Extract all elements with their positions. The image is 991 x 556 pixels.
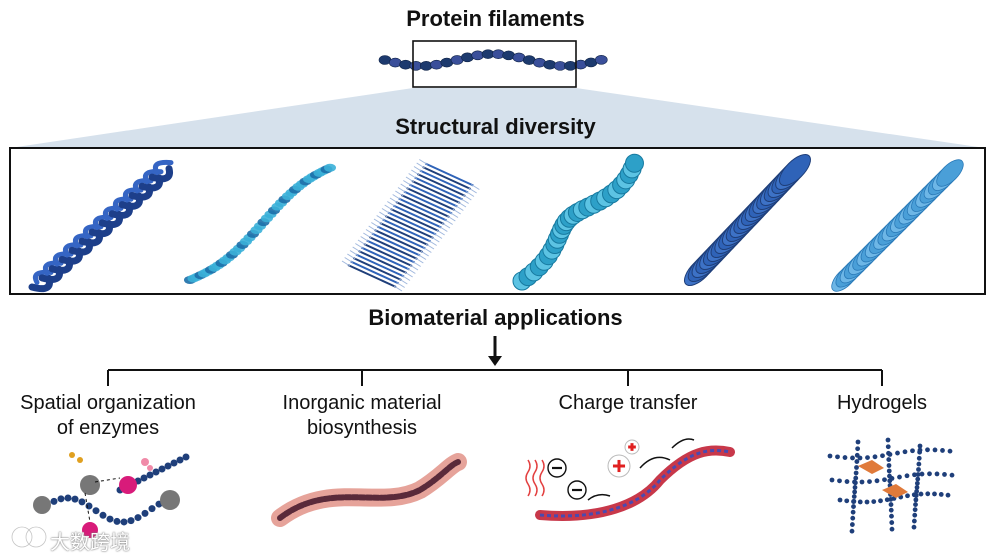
twisted-fiber-filament bbox=[184, 163, 336, 284]
application-label-hydrogels: Hydrogels bbox=[836, 392, 928, 414]
beaded-filament bbox=[512, 153, 644, 291]
stacked-disk-tube-filament bbox=[683, 153, 812, 287]
mineralized-filament-illustration bbox=[271, 453, 467, 527]
application-label-charge-transfer: Charge transfer bbox=[558, 392, 698, 414]
structural-diversity-title: Structural diversity bbox=[395, 114, 596, 139]
application-bracket bbox=[107, 369, 883, 386]
application-label-inorganic: Inorganic material biosynthesis bbox=[282, 392, 442, 439]
enzyme-scaffold-illustration bbox=[33, 452, 190, 538]
helical-ribbon-filament bbox=[28, 159, 174, 293]
zoom-banner bbox=[10, 88, 985, 148]
zoom-box bbox=[412, 40, 577, 88]
application-label-enzymes: Spatial organization of enzymes bbox=[20, 392, 196, 439]
light-blue-tube-filament bbox=[831, 159, 964, 292]
charge-transfer-illustration bbox=[525, 438, 735, 521]
biomaterial-applications-title: Biomaterial applications bbox=[368, 305, 623, 330]
hydrogel-network-illustration bbox=[827, 437, 955, 534]
watermark-logo bbox=[11, 526, 47, 548]
cross-beta-bundle-filament bbox=[341, 159, 480, 292]
watermark-text: 大数跨境 bbox=[50, 530, 130, 554]
down-arrow-head bbox=[488, 356, 502, 366]
protein-filaments-title: Protein filaments bbox=[406, 6, 585, 31]
